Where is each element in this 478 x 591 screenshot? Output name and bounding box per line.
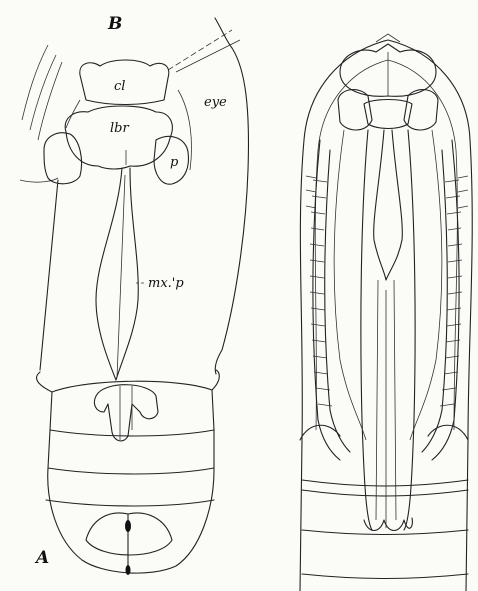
antenna-base-lines [20, 45, 62, 182]
terminal-lobe [86, 513, 172, 555]
mouthpart-lobes [94, 385, 158, 441]
pupa-segment-3 [302, 530, 468, 535]
antenna-segment-rings [306, 176, 468, 406]
eye-edge [178, 90, 192, 170]
abdomen-segment-1 [37, 370, 220, 392]
body-left-edge [40, 180, 58, 370]
panel-label-b: B [108, 16, 122, 33]
pupa-tip [376, 34, 400, 42]
pupa-left-antenna [313, 140, 350, 460]
abdomen-outline [48, 390, 214, 573]
spindle-midline [117, 175, 125, 378]
panel-label-a: A [36, 550, 49, 567]
head-outline [215, 18, 248, 374]
segment-line-3 [48, 468, 214, 474]
pupa-segment-1 [302, 480, 468, 486]
label-maxillary-palp: mx.'p [148, 277, 184, 290]
pupa-right-antenna [422, 140, 459, 460]
segment-line-4 [46, 500, 214, 506]
pupa-spindle [374, 130, 403, 280]
pupa-abdomen-flaps [300, 425, 468, 440]
left-palp [44, 133, 82, 184]
segment-line-2 [50, 430, 214, 436]
right-drawing [300, 34, 472, 591]
maxillary-palp-spindle [96, 168, 138, 380]
pupa-central-legs [361, 130, 415, 530]
pupa-leg-lines [376, 280, 396, 528]
mouthpart-divisions [120, 386, 132, 440]
spot-lower [126, 565, 131, 575]
label-clypeus: cl [114, 80, 125, 93]
leader-line-1 [168, 30, 232, 70]
spot-upper [125, 520, 131, 532]
pupa-segment-2 [302, 490, 468, 496]
pupa-segment-4 [302, 574, 468, 579]
label-labrum: lbr [110, 122, 129, 135]
label-eye: eye [204, 96, 227, 109]
label-palp: p [170, 156, 178, 169]
